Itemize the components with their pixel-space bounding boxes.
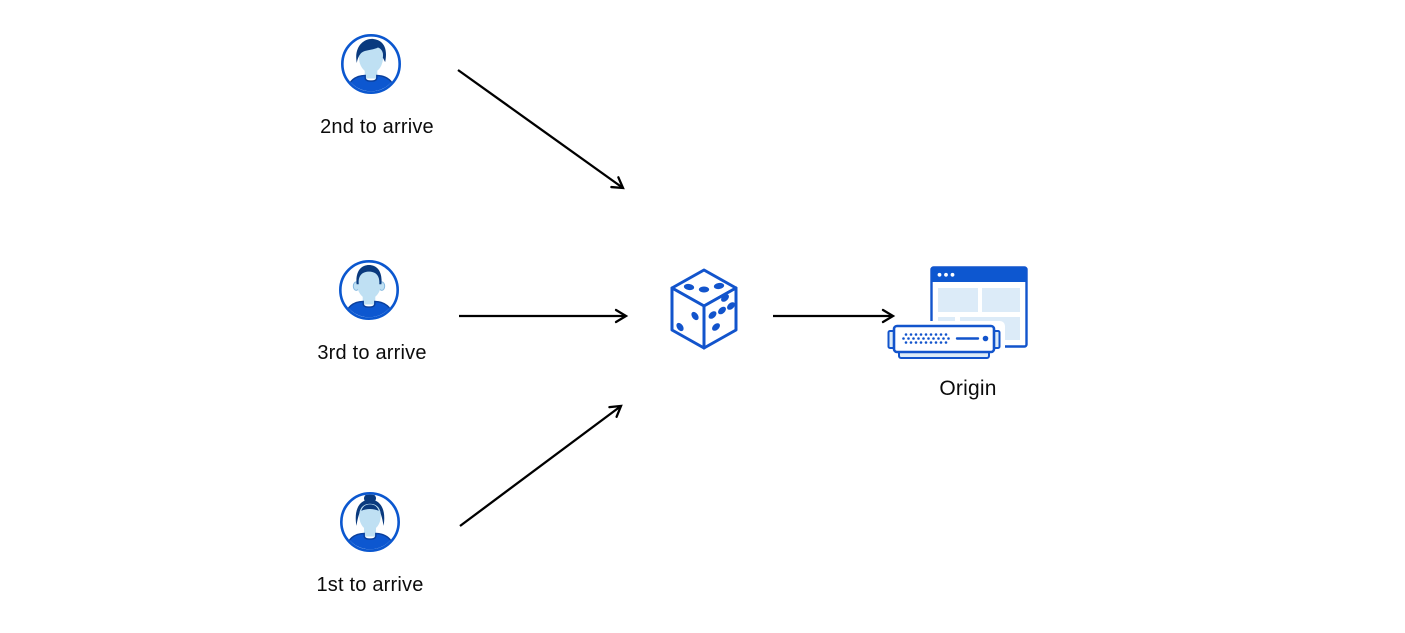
node-origin-label: Origin [939, 377, 997, 400]
node-dice [668, 267, 740, 353]
origin-server-icon [886, 266, 1028, 364]
avatar-man-swept-hair-icon [341, 34, 401, 94]
node-visitor-third: 3rd to arrive [317, 259, 426, 364]
node-visitor-third-label: 3rd to arrive [317, 342, 427, 364]
node-visitor-first: 1st to arrive [316, 491, 423, 596]
node-visitor-first-label: 1st to arrive [316, 574, 424, 596]
arrow-visitor-first-to-dice [459, 404, 623, 527]
node-origin: Origin [886, 262, 1030, 400]
node-visitor-second-label: 2nd to arrive [320, 116, 434, 138]
avatar-man-flat-hair-icon [339, 260, 399, 320]
node-visitor-second: 2nd to arrive [320, 33, 434, 138]
dice-icon [670, 268, 738, 350]
server-appliance [887, 324, 1001, 359]
avatar-woman-bun-icon [340, 492, 400, 552]
arrow-visitor-second-to-dice [457, 69, 625, 190]
